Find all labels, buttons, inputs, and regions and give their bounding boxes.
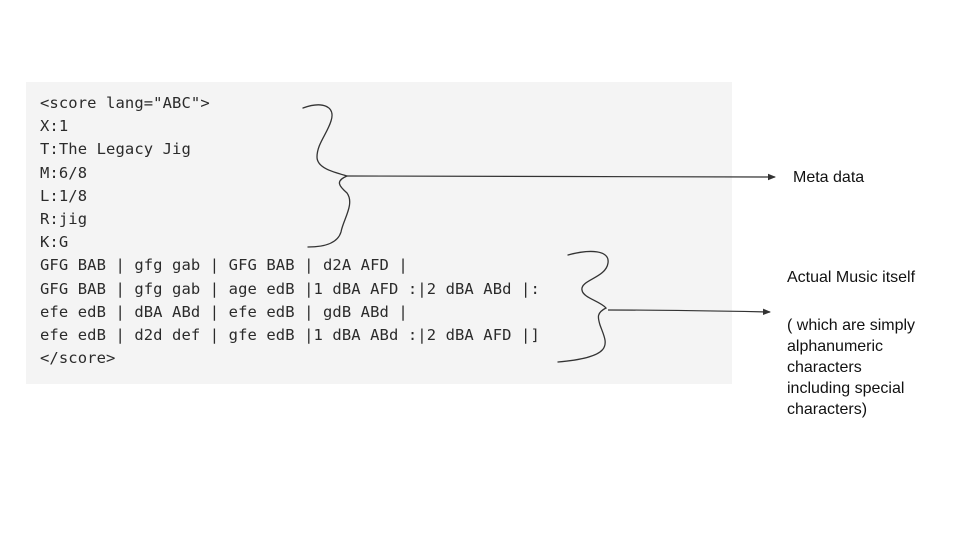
meta-brace [302, 104, 351, 248]
music-note-label: ( which are simply alphanumeric characte… [787, 317, 916, 418]
code-line-score-open: <score lang="ABC"> [40, 94, 210, 112]
code-line-length: L:1/8 [40, 186, 88, 205]
code-line-music-2: GFG BAB | gfg gab | age edB |1 dBA AFD :… [40, 279, 540, 298]
code-line-index: X:1 [40, 117, 69, 136]
meta-arrow [346, 173, 776, 181]
abc-code-panel: <score lang="ABC"> X:1 T:The Legacy Jig … [26, 82, 732, 384]
code-line-score-close: </score> [40, 349, 116, 368]
code-line-key: K:G [40, 233, 69, 252]
abc-code-lines: <score lang="ABC"> X:1 T:The Legacy Jig … [40, 92, 540, 370]
music-label: Actual Music itself [787, 269, 916, 286]
music-arrow [607, 308, 771, 316]
music-brace [557, 250, 609, 363]
code-line-title: T:The Legacy Jig [40, 140, 191, 159]
code-line-music-4: efe edB | d2d def | gfe edB |1 dBA ABd :… [40, 325, 540, 344]
meta-data-label: Meta data [793, 169, 865, 186]
code-line-meter: M:6/8 [40, 163, 88, 182]
code-line-rhythm: R:jig [40, 209, 88, 228]
code-line-music-3: efe edB | dBA ABd | efe edB | gdB ABd | [40, 302, 408, 321]
code-line-music-1: GFG BAB | gfg gab | GFG BAB | d2A AFD | [40, 256, 408, 275]
